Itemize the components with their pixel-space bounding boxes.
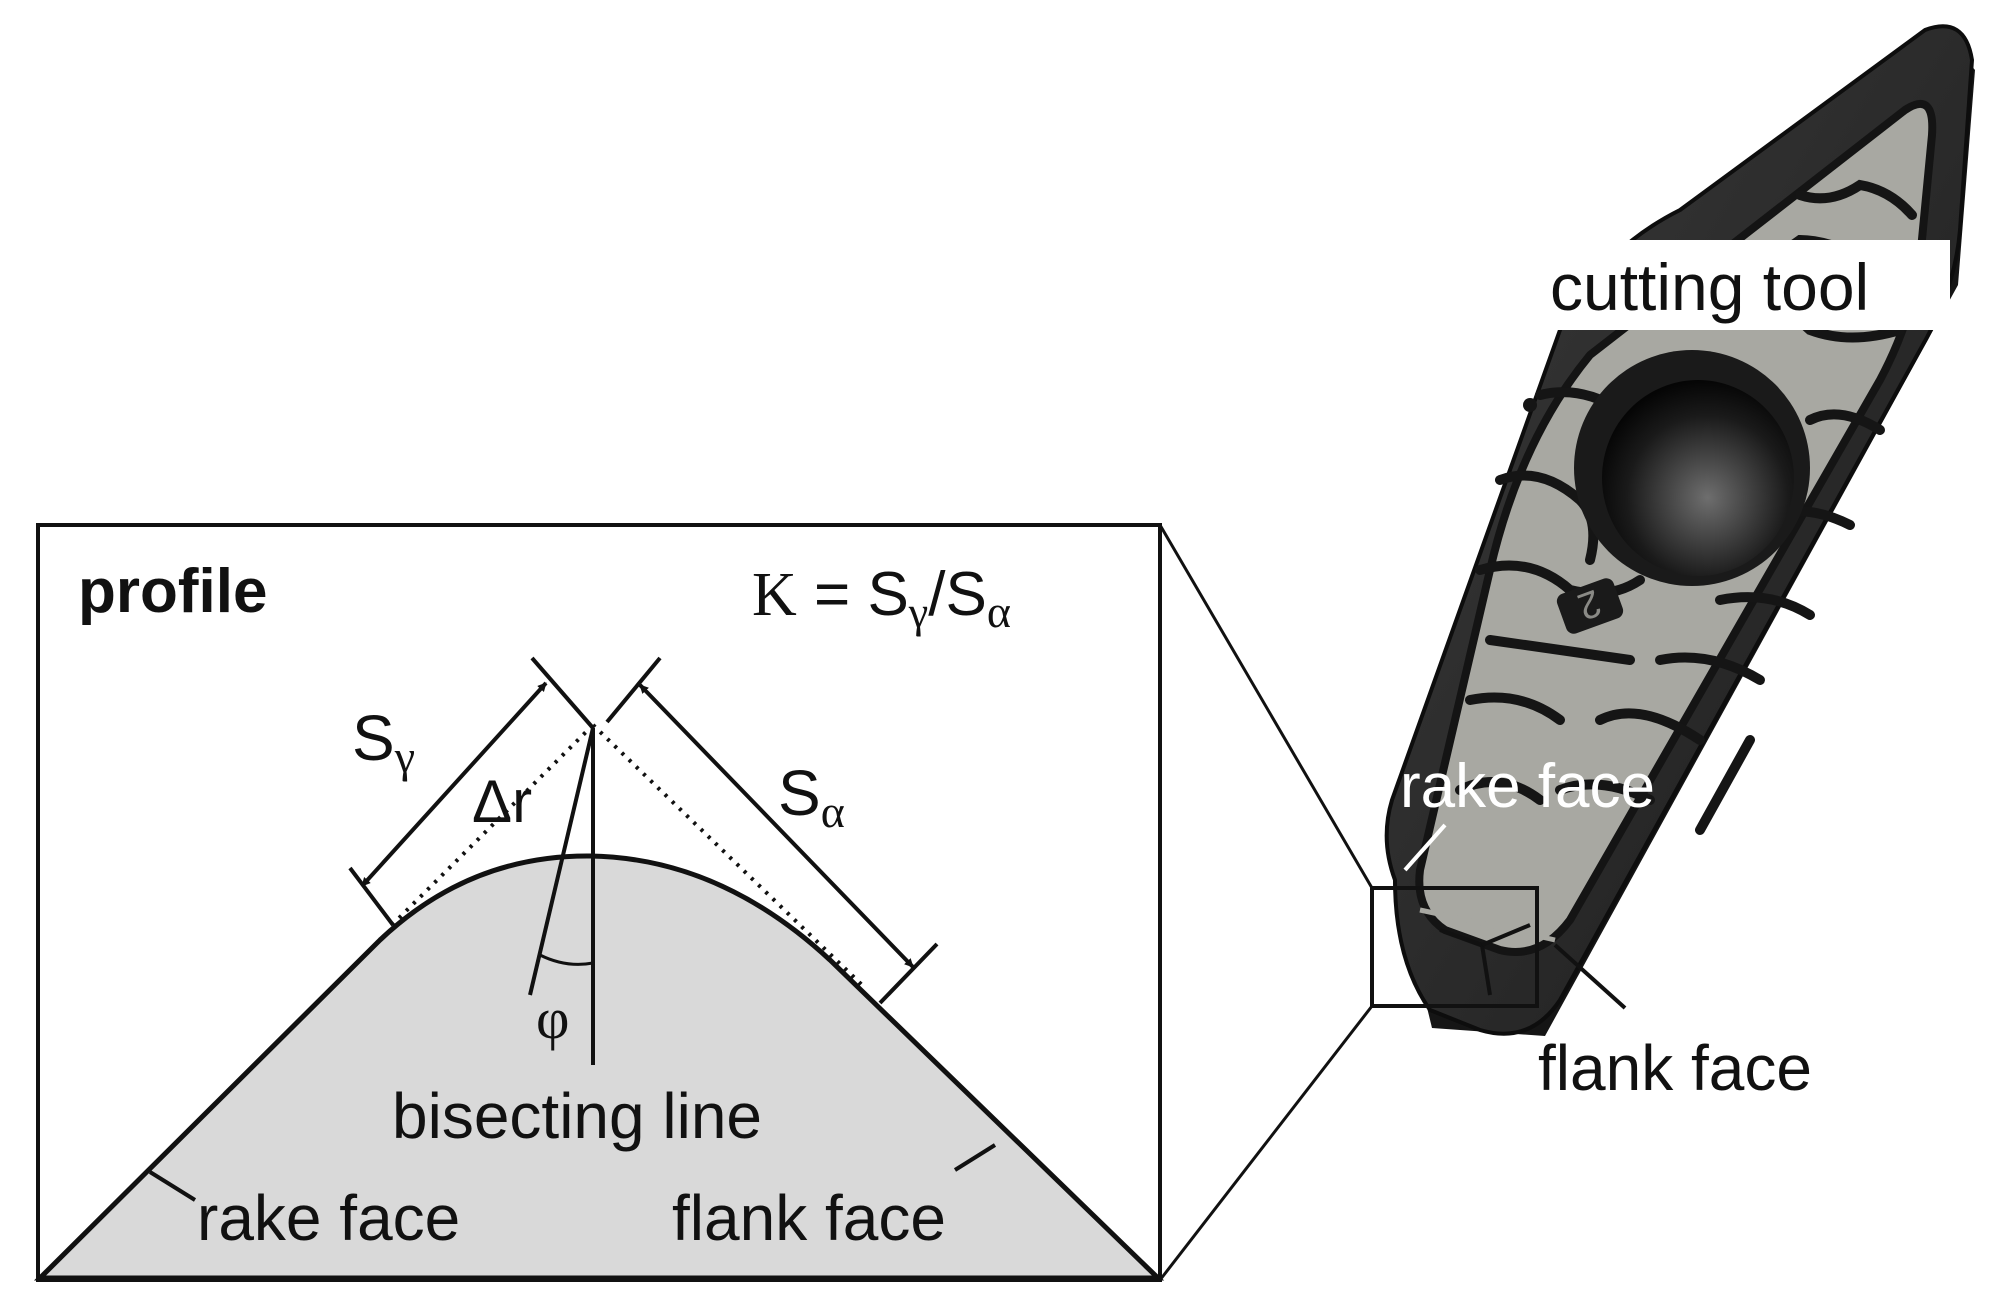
insert-hole xyxy=(1602,380,1794,576)
edge-y-mark xyxy=(1439,923,1531,996)
bisecting-line-label: bisecting line xyxy=(392,1080,762,1152)
s-gamma-arrow xyxy=(360,681,548,888)
k-equals: = S xyxy=(797,560,909,629)
photo-rake-face-leader xyxy=(1403,823,1447,872)
insert-corner-detail xyxy=(1419,907,1556,943)
cutting-tool-label-bg xyxy=(1545,240,1950,330)
zoom-box xyxy=(1370,886,1539,1008)
profile-rake-face-label: rake face xyxy=(197,1182,460,1254)
s-gamma-label: Sγ xyxy=(352,702,415,782)
photo-flank-face-label: flank face xyxy=(1538,1032,1812,1104)
profile-flank-face-label: flank face xyxy=(672,1182,946,1254)
s-alpha-dimension xyxy=(605,656,939,1005)
s-alpha-arrow xyxy=(638,683,915,969)
k-symbol: K xyxy=(752,561,797,629)
phi-label: φ xyxy=(536,986,569,1051)
profile-flank-face-leader xyxy=(953,1143,997,1172)
profile-rake-face-leader xyxy=(148,1170,197,1202)
insert-grooves xyxy=(1455,179,1917,835)
zoom-connector-top xyxy=(1158,524,1374,889)
s-alpha-label: Sα xyxy=(778,757,845,837)
phi-arc xyxy=(539,953,594,966)
cutting-tool-insert: 2 xyxy=(1384,24,1975,1036)
insert-dot xyxy=(1523,398,1537,412)
insert-marking: 2 xyxy=(1556,578,1624,634)
k-gamma-sub: γ xyxy=(908,588,928,637)
k-formula: K = Sγ/Sα xyxy=(752,560,1011,637)
photo-flank-face-leader xyxy=(1553,943,1627,1010)
zoom-connector-bottom xyxy=(1158,1005,1374,1281)
k-alpha-sub: α xyxy=(987,586,1011,637)
s-gamma-dimension xyxy=(348,656,595,927)
profile-title: profile xyxy=(78,557,267,626)
cutting-tool-label: cutting tool xyxy=(1550,250,1869,324)
photo-rake-face-label: rake face xyxy=(1400,752,1655,821)
k-slash: /S xyxy=(928,560,987,629)
delta-r-line xyxy=(528,727,595,996)
delta-r-label: Δr xyxy=(472,768,532,835)
